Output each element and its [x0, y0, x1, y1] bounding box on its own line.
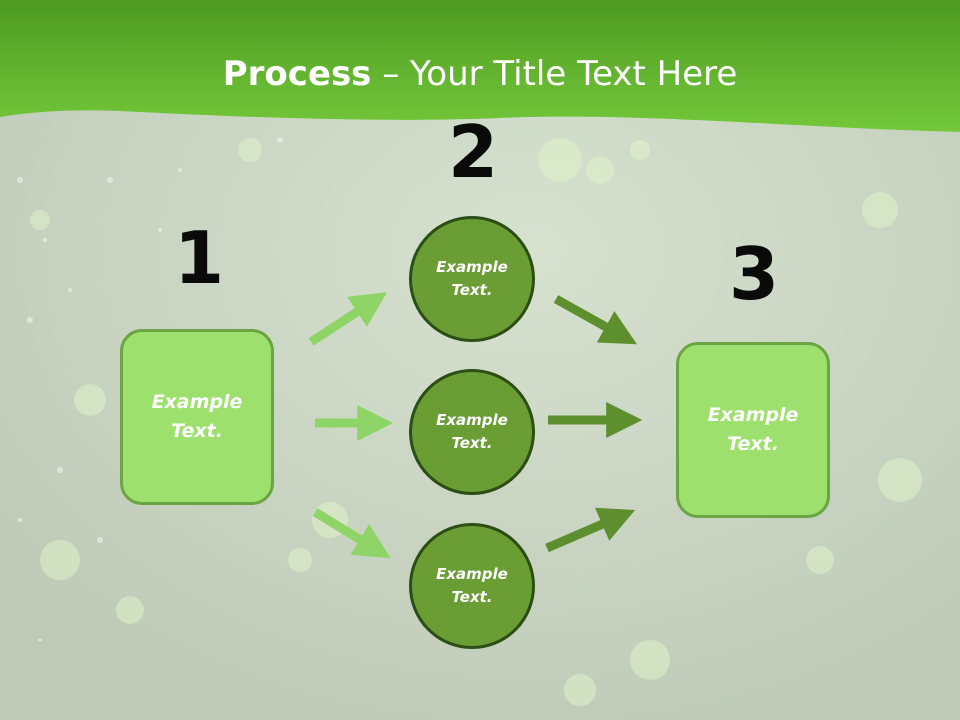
right-box-line1: Example	[707, 404, 799, 426]
bottom-circle-line2: Text.	[451, 588, 493, 606]
right-box: Example Text.	[676, 342, 830, 518]
arrow-left-to-bottom	[312, 508, 391, 559]
step-number-3: 3	[728, 232, 780, 316]
left-box-line2: Text.	[171, 420, 223, 442]
slide-title: Process – Your Title Text Here	[0, 52, 960, 96]
right-box-line2: Text.	[727, 433, 779, 455]
bottom-circle-line1: Example	[436, 565, 508, 583]
arrow-bottom-to-right	[545, 507, 636, 553]
arrow-top-to-right	[553, 295, 637, 345]
left-box: Example Text.	[120, 329, 274, 505]
title-bold: Process	[222, 54, 372, 94]
middle-circle-line2: Text.	[451, 434, 493, 452]
step-number-1: 1	[173, 216, 225, 300]
top-circle-line1: Example	[436, 258, 508, 276]
title-rest: – Your Title Text Here	[371, 54, 738, 94]
step-number-2: 2	[447, 110, 499, 194]
middle-circle-line1: Example	[436, 411, 508, 429]
left-box-line1: Example	[151, 391, 243, 413]
top-circle-line2: Text.	[451, 281, 493, 299]
arrow-left-to-top	[308, 292, 388, 346]
middle-circle: Example Text.	[409, 369, 535, 495]
bottom-circle: Example Text.	[409, 523, 535, 649]
top-circle: Example Text.	[409, 216, 535, 342]
